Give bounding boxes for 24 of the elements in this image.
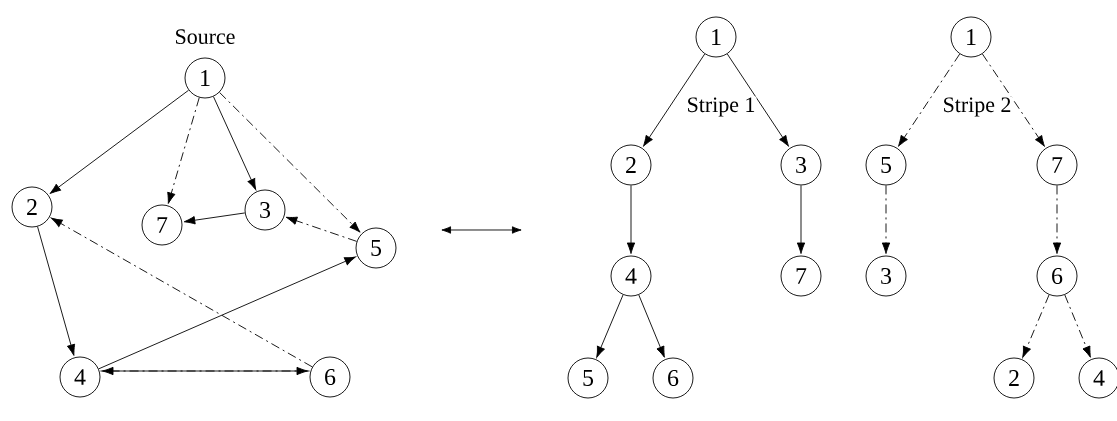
arrow xyxy=(167,97,200,204)
arrow xyxy=(49,89,190,195)
arrow xyxy=(881,185,891,254)
stripe-label: Stripe 1 xyxy=(685,96,757,118)
arrow xyxy=(51,217,313,368)
arrow xyxy=(183,212,246,225)
arrow xyxy=(726,53,790,147)
arrow xyxy=(37,226,76,356)
arrow xyxy=(219,91,361,233)
arrow xyxy=(1052,185,1062,254)
arrow xyxy=(1022,294,1050,358)
arrow xyxy=(596,294,624,358)
arrow xyxy=(897,53,961,147)
arrow xyxy=(285,216,358,242)
arrow xyxy=(213,96,257,190)
arrow xyxy=(1064,294,1091,358)
arrow xyxy=(981,53,1045,147)
arrow xyxy=(642,53,706,147)
arrow xyxy=(98,256,356,370)
arrow xyxy=(626,185,636,254)
stripe-label: Stripe 2 xyxy=(941,96,1013,118)
arrow xyxy=(796,185,806,254)
arrow xyxy=(638,294,665,358)
node-caption: Source xyxy=(176,29,235,45)
